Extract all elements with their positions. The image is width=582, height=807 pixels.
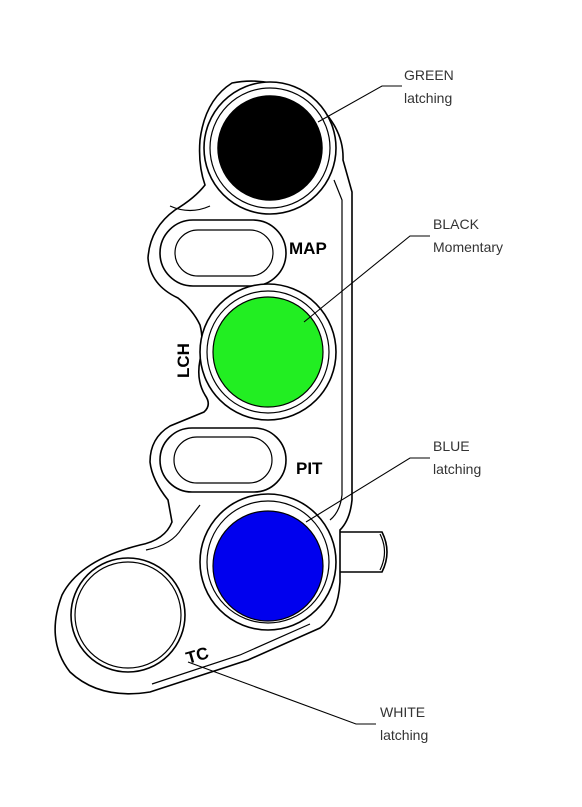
lower-button-cap [212, 510, 324, 622]
middle-button-cap [212, 296, 324, 408]
callout-top: GREEN latching [404, 67, 454, 106]
leader-middle [303, 235, 430, 323]
housing-web-lower [145, 504, 201, 551]
callout-middle-line1: BLACK [433, 216, 480, 232]
leader-top [317, 85, 402, 123]
bottom-button-cap [74, 561, 182, 669]
middle-button[interactable] [199, 283, 337, 421]
callout-lower-line2: latching [433, 461, 481, 477]
cable-stub [329, 531, 388, 573]
lower-button[interactable] [199, 493, 337, 631]
callout-bottom: WHITE latching [380, 704, 428, 743]
lch-label: LCH [174, 343, 193, 378]
callout-middle: BLACK Momentary [433, 216, 503, 255]
pit-rocker-switch[interactable] [159, 427, 287, 493]
callout-middle-line2: Momentary [433, 239, 503, 255]
top-button-cap [217, 95, 323, 201]
housing-inner-contour [329, 179, 343, 521]
pit-label: PIT [296, 459, 323, 478]
callout-lower: BLUE latching [433, 438, 481, 477]
top-button[interactable] [203, 81, 337, 215]
housing-web-upper [169, 205, 211, 212]
callout-bottom-line2: latching [380, 727, 428, 743]
callout-lower-line1: BLUE [433, 438, 470, 454]
bottom-button[interactable] [70, 557, 186, 673]
callout-bottom-line1: WHITE [380, 704, 425, 720]
map-label: MAP [289, 239, 327, 258]
callout-top-line2: latching [404, 90, 452, 106]
housing-bottom-contour [151, 623, 311, 685]
leader-bottom [187, 661, 376, 725]
callout-top-line1: GREEN [404, 67, 454, 83]
map-rocker-switch[interactable] [159, 219, 287, 287]
leader-lower [305, 457, 430, 523]
